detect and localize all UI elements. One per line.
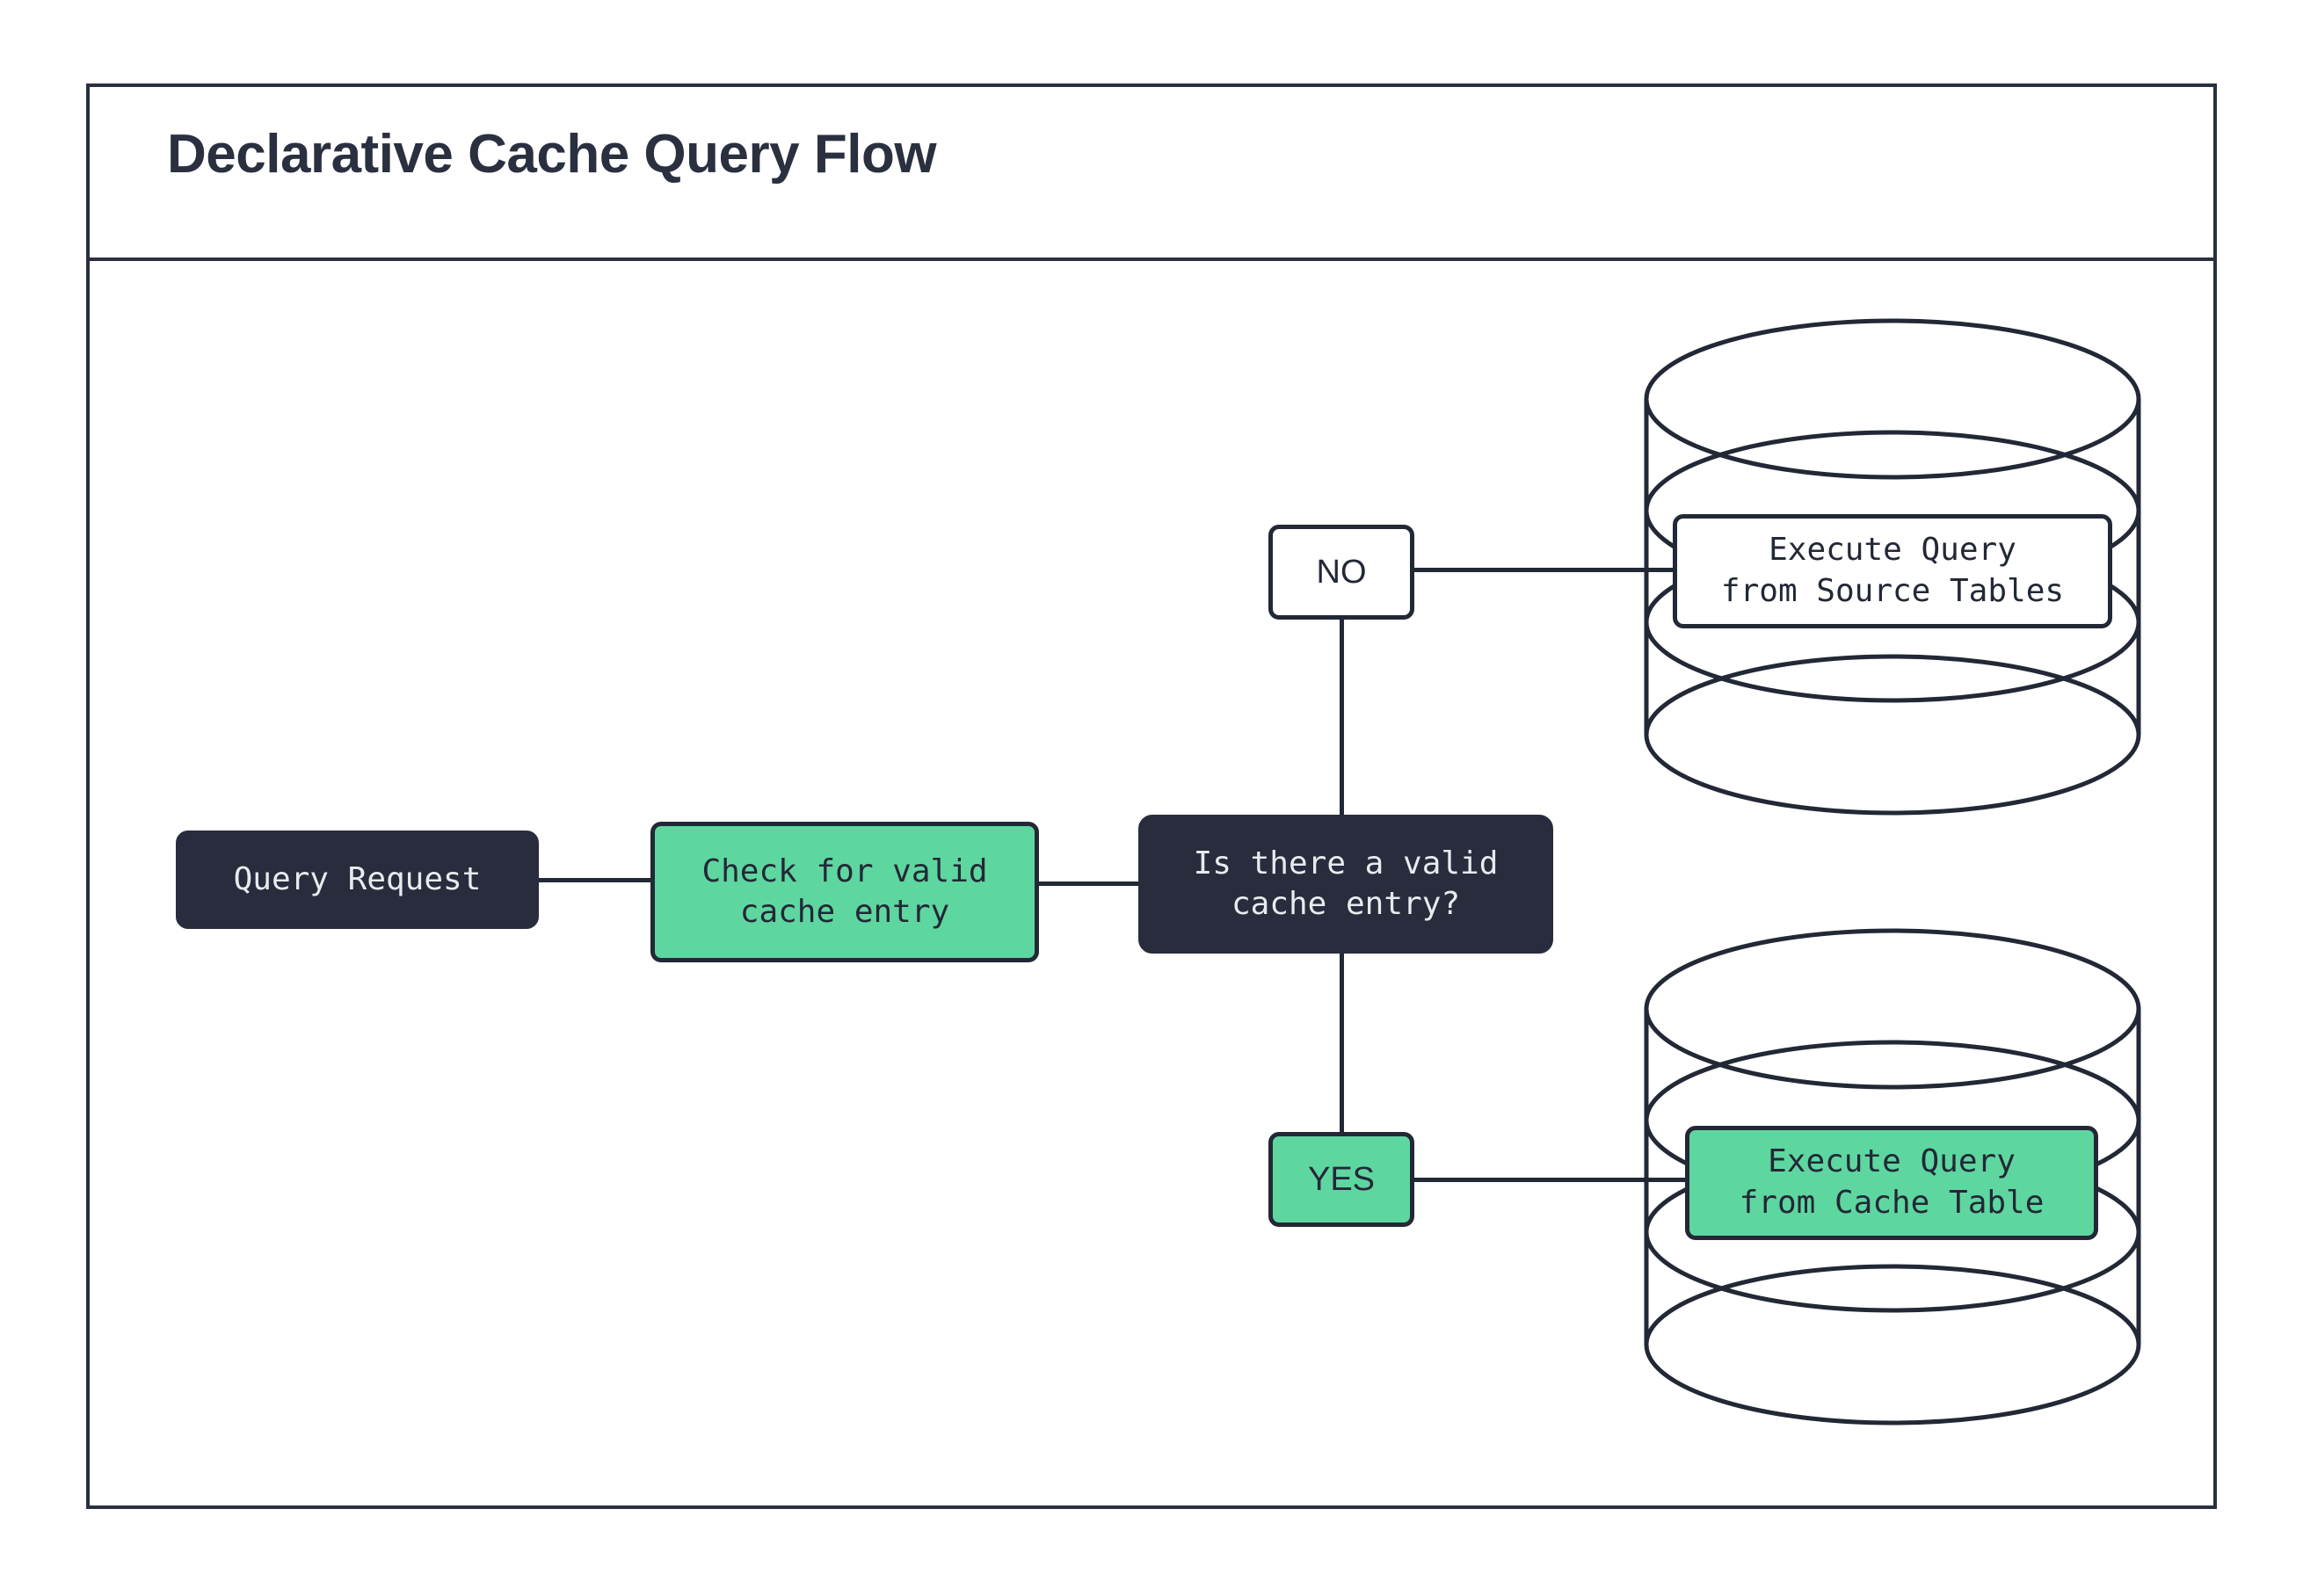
edge-no-to-source-db xyxy=(1411,568,1675,572)
edge-decision-to-yes xyxy=(1340,951,1344,1135)
cache-database-cylinder xyxy=(1644,928,2141,1426)
edge-request-to-check xyxy=(537,878,654,882)
diagram-header-bar xyxy=(86,83,2217,261)
node-execute-query-from-cache-table[interactable]: Execute Query from Cache Table xyxy=(1685,1126,2098,1240)
node-execute-query-from-source-tables[interactable]: Execute Query from Source Tables xyxy=(1673,514,2112,628)
edge-yes-to-cache-db xyxy=(1411,1178,1688,1182)
page-title: Declarative Cache Query Flow xyxy=(167,124,937,185)
branch-label-no[interactable]: NO xyxy=(1268,525,1414,620)
edge-decision-to-no xyxy=(1340,615,1344,817)
node-decision-valid-cache-entry[interactable]: Is there a valid cache entry? xyxy=(1138,815,1553,954)
branch-label-yes[interactable]: YES xyxy=(1268,1132,1414,1227)
edge-check-to-decision xyxy=(1035,881,1141,886)
source-database-cylinder xyxy=(1644,318,2141,816)
node-query-request[interactable]: Query Request xyxy=(176,831,539,929)
node-check-for-valid-cache-entry[interactable]: Check for valid cache entry xyxy=(650,822,1039,962)
